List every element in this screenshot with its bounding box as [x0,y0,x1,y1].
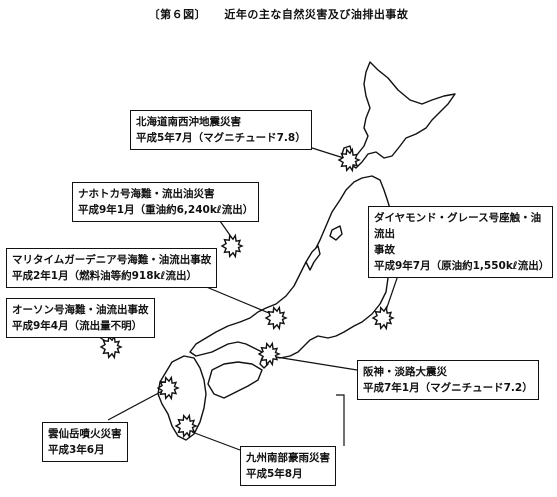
label-hokkaido-title: 北海道南西沖地震災害 [136,116,241,128]
label-nakhodka-title: ナホトカ号海難・流出油災害 [78,188,215,200]
label-kyushu-date: 平成5年8月 [246,468,303,480]
callout-line-kyushu [191,431,241,451]
noto-peninsula [305,245,321,271]
label-maritime-date: 平成2年1月（燃料油等約918kℓ流出） [12,270,197,282]
disaster-burst-kyushu-rain [174,413,198,439]
callout-line-hanshin [269,355,358,371]
honshu-island [189,175,395,359]
label-diamond-grace-date: 平成9年7月（原油約1,550kℓ流出） [374,260,550,272]
label-nakhodka-spill: ナホトカ号海難・流出油災害 平成9年1月（重油約6,240kℓ流出） [72,182,260,222]
disaster-burst-hanshin [257,341,281,367]
disaster-burst-maritime-gardenia [264,305,288,331]
disaster-burst-orson [99,334,123,360]
label-kyushu-title: 九州南部豪雨災害 [246,452,330,464]
label-unzen-eruption: 雲仙岳噴火災害 平成3年6月 [42,422,128,462]
label-hokkaido-date: 平成5年7月（マグニチュード7.8） [136,132,306,144]
label-diamond-grace-title: ダイヤモンド・グレース号座触・油流出 [374,212,542,240]
label-hanshin-earthquake: 阪神・淡路大震災 平成7年1月（マグニチュード7.2） [357,360,539,400]
callout-line-maritime [203,285,277,317]
shikoku-island [207,361,263,399]
disaster-burst-unzen [156,375,180,401]
label-diamond-grace-spill: ダイヤモンド・グレース号座触・油流出 事故 平成9年7月（原油約1,550kℓ流… [368,206,553,278]
label-kyushu-heavy-rain: 九州南部豪雨災害 平成5年8月 [240,446,336,486]
callout-line-kyushu-bracket [336,394,345,446]
disaster-burst-hokkaido [337,147,361,173]
label-orson-spill: オーソン号海難・油流出事故 平成9年4月（流出量不明） [6,298,155,338]
figure-title-text: 近年の主な自然災害及び油排出事故 [224,8,409,21]
label-hokkaido-earthquake: 北海道南西沖地震災害 平成5年7月（マグニチュード7.8） [130,110,312,150]
label-maritime-title: マリタイムガーデニア号海難・油流出事故 [12,254,212,266]
label-maritime-gardenia-spill: マリタイムガーデニア号海難・油流出事故 平成2年1月（燃料油等約918kℓ流出） [6,248,218,288]
label-orson-date: 平成9年4月（流出量不明） [12,320,143,332]
figure-title: 〔第６図〕 近年の主な自然災害及び油排出事故 [0,6,557,22]
figure-number: 〔第６図〕 [148,8,207,21]
label-hanshin-title: 阪神・淡路大震災 [363,366,447,378]
hokkaido-island [349,61,456,169]
label-unzen-date: 平成3年6月 [48,444,105,456]
label-diamond-grace-title-cont: 事故 [374,244,395,256]
kyushu-island [157,355,207,441]
label-nakhodka-date: 平成9年1月（重油約6,240kℓ流出） [78,204,254,216]
disaster-burst-nakhodka [220,233,244,259]
disaster-burst-diamond-grace [371,305,395,331]
label-unzen-title: 雲仙岳噴火災害 [48,428,122,440]
callout-line-unzen [107,387,169,421]
label-hanshin-date: 平成7年1月（マグニチュード7.2） [363,382,533,394]
sado-island [329,225,343,241]
label-orson-title: オーソン号海難・油流出事故 [12,304,149,316]
